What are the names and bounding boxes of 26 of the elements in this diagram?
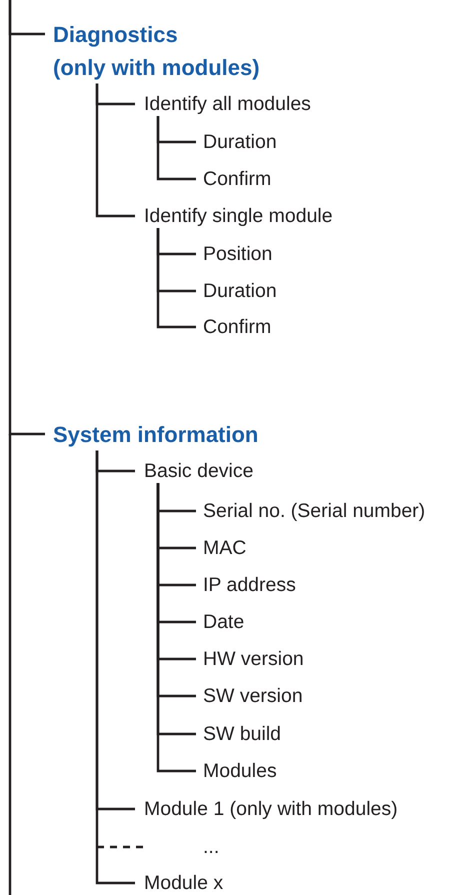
menu-item: ... [196,835,220,859]
menu-item: Module 1 (only with modules) [135,797,398,821]
menu-item: HW version [196,647,304,671]
menu-item: Serial no. (Serial number) [196,499,426,523]
tree-connector [156,116,196,180]
menu-item: Duration [196,279,277,303]
menu-item: Confirm [196,315,272,339]
menu-item: Duration [196,130,277,154]
menu-item: Module x [135,871,224,895]
tree-connector [96,450,135,884]
menu-heading: System information [45,418,313,450]
menu-item: SW build [196,722,282,746]
tree-connector [96,84,135,218]
menu-item: Basic device [135,459,254,483]
menu-item: Identify all modules [135,92,311,116]
tree-connector [156,228,196,328]
menu-item: Confirm [196,167,272,191]
menu-heading: Diagnostics (only with modules) [45,18,313,84]
menu-item: Identify single module [135,204,333,228]
menu-item: Date [196,610,244,634]
menu-item: SW version [196,684,303,708]
menu-item: MAC [196,536,246,560]
menu-item: Modules [196,759,277,783]
tree-connector [8,0,45,436]
menu-item: Position [196,242,272,266]
menu-item: IP address [196,573,296,597]
